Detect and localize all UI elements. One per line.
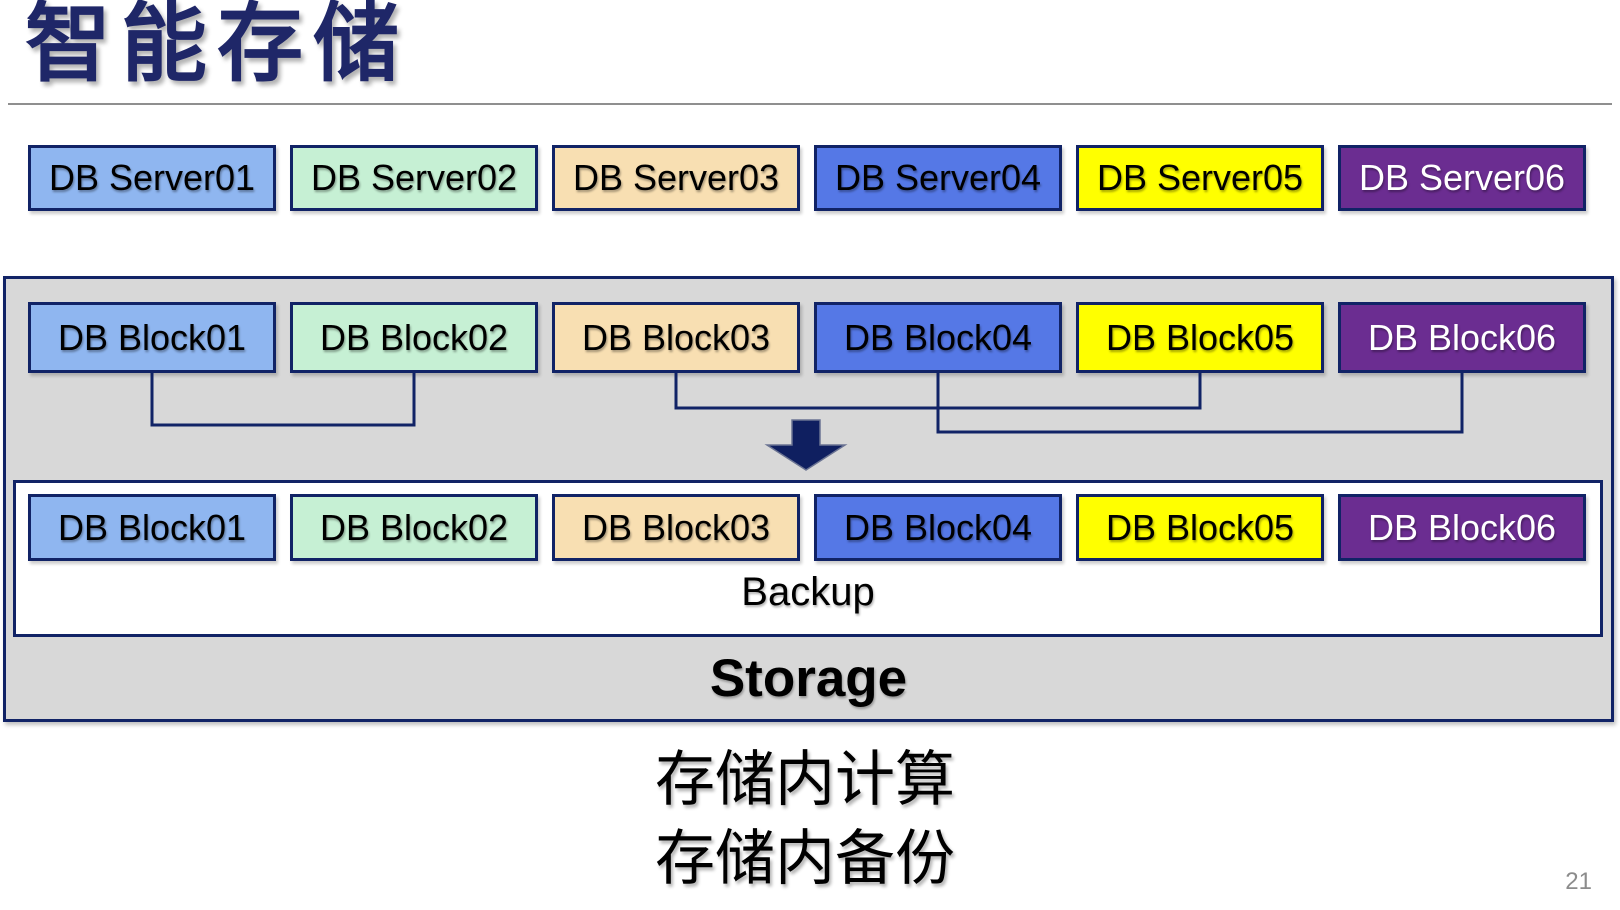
db-block-bottom-box-04: DB Block04 — [814, 494, 1062, 561]
db-block-bottom-box-05: DB Block05 — [1076, 494, 1324, 561]
slide-title: 智能存储 — [25, 0, 409, 92]
db-server-box-04: DB Server04 — [814, 145, 1062, 211]
db-block-bottom-box-02: DB Block02 — [290, 494, 538, 561]
caption-text: 存储内计算 存储内备份 — [655, 740, 955, 898]
db-block-top-box-06: DB Block06 — [1338, 302, 1586, 373]
db-server-box-01: DB Server01 — [28, 145, 276, 211]
db-server-box-05: DB Server05 — [1076, 145, 1324, 211]
storage-label: Storage — [709, 649, 908, 708]
db-block-top-box-04: DB Block04 — [814, 302, 1062, 373]
caption-line-2: 存储内备份 — [655, 825, 955, 892]
db-block-bottom-box-06: DB Block06 — [1338, 494, 1586, 561]
backup-label: Backup — [741, 570, 875, 614]
db-block-bottom-box-03: DB Block03 — [552, 494, 800, 561]
title-underline-rule — [8, 103, 1612, 105]
db-block-top-box-01: DB Block01 — [28, 302, 276, 373]
db-server-box-02: DB Server02 — [290, 145, 538, 211]
db-block-top-box-03: DB Block03 — [552, 302, 800, 373]
db-server-box-06: DB Server06 — [1338, 145, 1586, 211]
db-block-bottom-box-01: DB Block01 — [28, 494, 276, 561]
db-block-top-box-02: DB Block02 — [290, 302, 538, 373]
caption-line-1: 存储内计算 — [655, 746, 955, 813]
db-server-box-03: DB Server03 — [552, 145, 800, 211]
page-number: 21 — [1565, 868, 1592, 895]
db-block-top-box-05: DB Block05 — [1076, 302, 1324, 373]
